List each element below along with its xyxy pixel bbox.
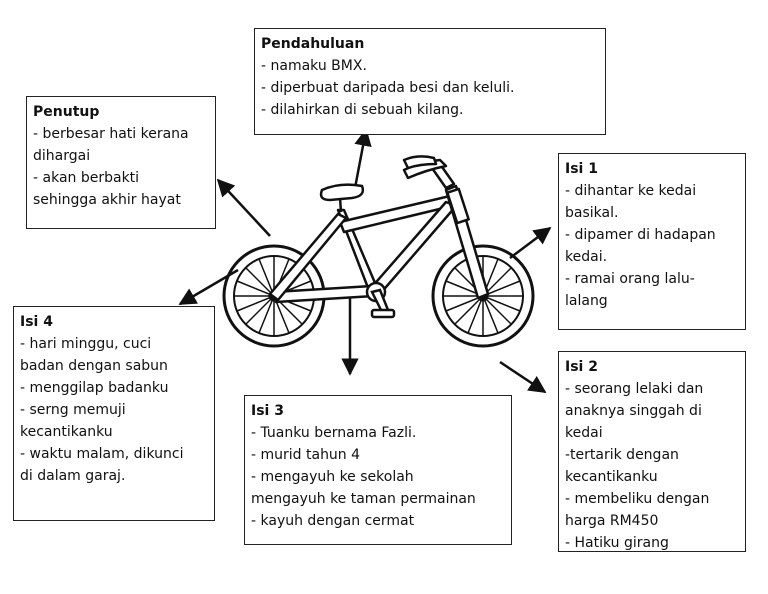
box-line: - ramai orang lalu- bbox=[565, 271, 695, 287]
box-title: Isi 3 bbox=[251, 403, 284, 419]
arrow-pendahuluan bbox=[353, 128, 372, 189]
box-line: - serng memuji bbox=[20, 402, 126, 418]
box-line: di dalam garaj. bbox=[20, 468, 126, 484]
box-line: - seorang lelaki dan bbox=[565, 381, 704, 397]
box-line: -tertarik dengan bbox=[565, 447, 679, 463]
box-line: kedai bbox=[565, 425, 603, 441]
box-line: kecantikanku bbox=[565, 469, 658, 485]
box-line: - namaku BMX. bbox=[261, 58, 367, 74]
box-title: Pendahuluan bbox=[261, 36, 365, 52]
handlebar bbox=[402, 155, 456, 190]
box-line: kedai. bbox=[565, 249, 608, 265]
crank bbox=[365, 281, 396, 319]
box-line: - dilahirkan di sebuah kilang. bbox=[261, 102, 464, 118]
box-line: - menggilap badanku bbox=[20, 380, 169, 396]
box-line: lalang bbox=[565, 293, 608, 309]
seat bbox=[319, 183, 365, 213]
box-line: basikal. bbox=[565, 205, 619, 221]
box-pendahuluan: Pendahuluan - namaku BMX. - diperbuat da… bbox=[254, 28, 606, 135]
box-line: - waktu malam, dikunci bbox=[20, 446, 184, 462]
box-line: - mengayuh ke sekolah bbox=[251, 469, 414, 485]
box-line: - dipamer di hadapan bbox=[565, 227, 716, 243]
box-line: mengayuh ke taman permainan bbox=[251, 491, 476, 507]
box-line: - kayuh dengan cermat bbox=[251, 513, 415, 529]
box-line: anaknya singgah di bbox=[565, 403, 702, 419]
arrow-isi1 bbox=[509, 226, 552, 259]
box-isi4: Isi 4 - hari minggu, cuci badan dengan s… bbox=[13, 306, 215, 521]
arrow-isi2 bbox=[499, 360, 547, 394]
box-isi1: Isi 1 - dihantar ke kedai basikal. - dip… bbox=[558, 153, 746, 330]
box-line: kecantikanku bbox=[20, 424, 113, 440]
box-title: Penutup bbox=[33, 104, 100, 120]
box-title: Isi 4 bbox=[20, 314, 53, 330]
box-line: - diperbuat daripada besi dan keluli. bbox=[261, 80, 515, 96]
box-line: badan dengan sabun bbox=[20, 358, 168, 374]
box-line: dihargai bbox=[33, 148, 91, 164]
box-title: Isi 2 bbox=[565, 359, 598, 375]
box-isi2: Isi 2 - seorang lelaki dan anaknya singg… bbox=[558, 351, 746, 552]
box-line: - akan berbakti bbox=[33, 170, 140, 186]
box-isi3: Isi 3 - Tuanku bernama Fazli. - murid ta… bbox=[244, 395, 512, 545]
box-line: - hari minggu, cuci bbox=[20, 336, 152, 352]
box-penutup: Penutup - berbesar hati kerana dihargai … bbox=[26, 96, 216, 229]
box-line: - berbesar hati kerana bbox=[33, 126, 189, 142]
box-line: - dihantar ke kedai bbox=[565, 183, 697, 199]
box-title: Isi 1 bbox=[565, 161, 598, 177]
box-line: sehingga akhir hayat bbox=[33, 192, 181, 208]
box-line: - murid tahun 4 bbox=[251, 447, 361, 463]
box-line: - Tuanku bernama Fazli. bbox=[251, 425, 417, 441]
box-line: harga RM450 bbox=[565, 513, 659, 529]
arrow-penutup bbox=[216, 178, 271, 237]
box-line: - Hatiku girang bbox=[565, 535, 669, 551]
box-line: - membeliku dengan bbox=[565, 491, 710, 507]
